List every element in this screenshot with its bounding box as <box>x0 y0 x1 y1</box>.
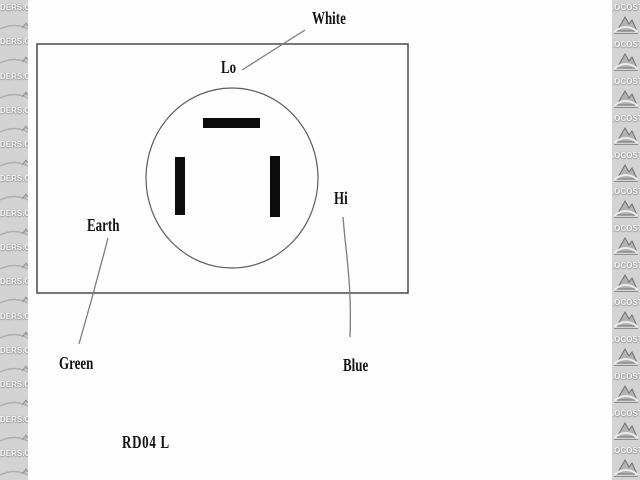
watermark-text-right: .OCOST <box>612 261 640 271</box>
leader-line-blue <box>342 216 352 338</box>
watermark-text-left: DERS.C <box>0 243 28 253</box>
watermark-unit: DERS.C <box>0 377 28 411</box>
watermark-text-right: .OCOST <box>612 150 640 160</box>
watermark-logo-arc-icon <box>0 90 28 99</box>
watermark-unit: DERS.C <box>0 343 28 377</box>
watermark-text-left: DERS.C <box>0 208 28 218</box>
watermark-text-right: .OCOST <box>612 371 640 381</box>
watermark-mountain-logo-icon <box>614 15 638 34</box>
connector-face-circle <box>145 87 319 269</box>
watermark-mountain-logo-icon <box>614 274 638 293</box>
watermark-unit: .OCOST <box>612 148 640 185</box>
watermark-text-right: .OCOST <box>612 39 640 49</box>
watermark-logo-arc-icon <box>0 468 28 476</box>
watermark-unit: .OCOST <box>612 406 640 443</box>
watermark-unit: DERS.C <box>0 412 28 446</box>
watermark-logo-arc-icon <box>0 56 28 64</box>
watermark-text-right: .OCOST <box>612 298 640 308</box>
connector-body-outline <box>36 43 409 294</box>
watermark-unit: DERS.C <box>0 171 28 205</box>
watermark-text-right: .OCOST <box>612 335 640 345</box>
watermark-text-left: DERS.C <box>0 3 28 12</box>
watermark-unit: .OCOST <box>612 369 640 406</box>
watermark-logo-arc-icon <box>0 228 28 236</box>
watermark-unit: DERS.C <box>0 446 28 480</box>
pin-right-hi <box>270 156 280 217</box>
watermark-text-right: .OCOST <box>612 76 640 86</box>
watermark-unit: .OCOST <box>612 184 640 221</box>
watermark-text-right: .OCOST <box>612 113 640 123</box>
watermark-mountain-logo-icon <box>614 421 638 440</box>
watermark-mountain-logo-icon <box>614 458 638 477</box>
watermark-text-left: DERS.C <box>0 71 28 81</box>
watermark-mountain-logo-icon <box>614 163 638 182</box>
label-green-wire: Green <box>59 353 94 373</box>
leader-line-green <box>78 237 109 345</box>
watermark-unit: .OCOST <box>612 111 640 148</box>
label-white-wire: White <box>312 8 346 28</box>
watermark-logo-arc-icon <box>0 262 28 270</box>
watermark-unit: DERS.C <box>0 34 28 68</box>
watermark-unit: DERS.C <box>0 274 28 308</box>
watermark-mountain-logo-icon <box>614 126 638 145</box>
watermark-mountain-logo-icon <box>614 89 638 108</box>
watermark-unit: DERS.C <box>0 69 28 103</box>
watermark-unit: DERS.C <box>0 240 28 274</box>
watermark-text-right: .OCOST <box>612 187 640 197</box>
watermark-logo-arc-icon <box>0 330 28 339</box>
watermark-text-left: DERS.C <box>0 140 28 150</box>
label-lo-terminal: Lo <box>221 57 237 77</box>
watermark-mountain-logo-icon <box>614 237 638 256</box>
pin-top-lo <box>203 118 260 128</box>
watermark-unit: .OCOST <box>612 332 640 369</box>
watermark-mountain-logo-icon <box>614 311 638 330</box>
watermark-logo-arc-icon <box>0 125 28 133</box>
watermark-unit: DERS.C <box>0 206 28 240</box>
watermark-unit: DERS.C <box>0 0 28 34</box>
leader-line-white <box>241 29 306 71</box>
watermark-unit: .OCOST <box>612 37 640 74</box>
watermark-unit: .OCOST <box>612 221 640 258</box>
watermark-logo-arc-icon <box>0 22 28 30</box>
watermark-text-left: DERS.C <box>0 277 28 287</box>
watermark-mountain-logo-icon <box>614 52 638 71</box>
watermark-text-right: .OCOST <box>612 408 640 418</box>
watermark-text-left: DERS.C <box>0 37 28 47</box>
watermark-mountain-logo-icon <box>614 384 638 403</box>
watermark-logo-arc-icon <box>0 399 28 407</box>
watermark-logo-arc-icon <box>0 296 28 305</box>
watermark-logo-arc-icon <box>0 159 28 167</box>
watermark-text-left: DERS.C <box>0 174 28 184</box>
watermark-logo-arc-icon <box>0 433 28 442</box>
watermark-logo-arc-icon <box>0 365 28 373</box>
watermark-unit: .OCOST <box>612 295 640 332</box>
watermark-text-left: DERS.C <box>0 311 28 321</box>
watermark-text-left: DERS.C <box>0 414 28 424</box>
watermark-text-left: DERS.C <box>0 345 28 355</box>
watermark-mountain-logo-icon <box>614 200 638 219</box>
watermark-unit: .OCOST <box>612 74 640 111</box>
watermark-text-right: .OCOST <box>612 445 640 455</box>
watermark-text-right: .OCOST <box>612 3 640 12</box>
watermark-strip-right: .OCOST .OCOST .OCOST .OCOST <box>612 0 640 480</box>
watermark-unit: .OCOST <box>612 258 640 295</box>
watermark-unit: .OCOST <box>612 0 640 37</box>
pin-left-earth <box>175 157 185 215</box>
watermark-logo-arc-icon <box>0 193 28 202</box>
watermark-unit: .OCOST <box>612 443 640 480</box>
label-blue-wire: Blue <box>343 355 369 375</box>
watermark-text-left: DERS.C <box>0 448 28 458</box>
watermark-text-left: DERS.C <box>0 380 28 390</box>
watermark-text-right: .OCOST <box>612 224 640 234</box>
watermark-unit: DERS.C <box>0 137 28 171</box>
label-earth-terminal: Earth <box>87 215 120 235</box>
watermark-unit: DERS.C <box>0 103 28 137</box>
label-hi-terminal: Hi <box>334 188 348 208</box>
label-part-code: RD04 L <box>122 432 170 452</box>
watermark-mountain-logo-icon <box>614 348 638 367</box>
watermark-strip-left: DERS.C DERS.C DERS.C DERS.C <box>0 0 28 480</box>
watermark-text-left: DERS.C <box>0 105 28 115</box>
watermark-unit: DERS.C <box>0 309 28 343</box>
